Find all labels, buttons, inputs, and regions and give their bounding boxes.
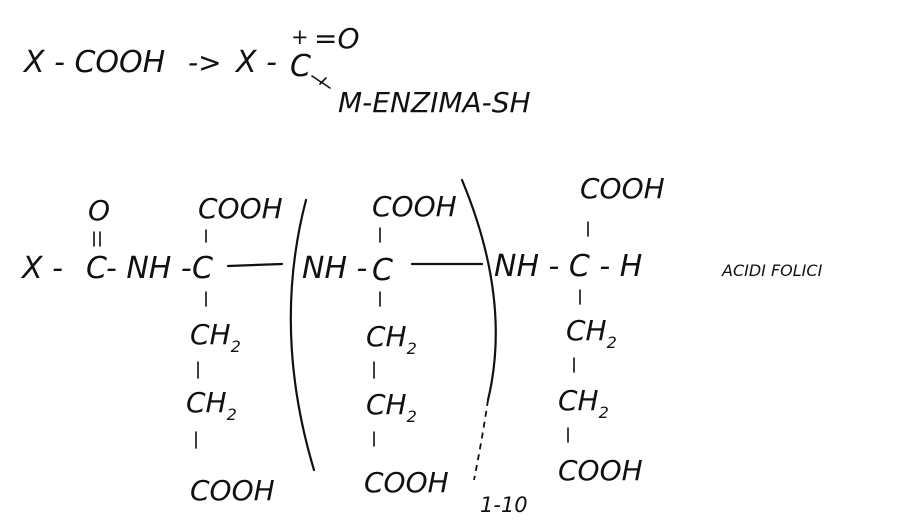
product-plus: +: [291, 25, 309, 49]
carbonyl-double-bond: [93, 231, 101, 247]
repeat-unit: COOH NH - C CH2 CH2 COOH: [302, 190, 484, 499]
left-bracket: [289, 198, 316, 472]
right-cooh-bottom: COOH: [558, 454, 643, 487]
left-cooh-bottom: COOH: [190, 474, 275, 507]
repeat-count: 1-10: [480, 493, 528, 517]
repeat-nh: NH -: [302, 251, 367, 286]
left-alpha-carbon: C: [192, 251, 213, 286]
right-bracket-top: [460, 178, 497, 402]
repeat-ch2-b: CH2: [366, 388, 417, 426]
product-carbon: C: [290, 49, 311, 84]
left-ch2-b: CH2: [186, 386, 237, 424]
right-cooh-top: COOH: [580, 172, 665, 205]
carbonyl-oxygen: O: [88, 194, 110, 227]
reaction-arrow: ->: [188, 46, 222, 79]
carbonyl-carbon: C: [86, 251, 107, 286]
product-double-o: =O: [314, 22, 360, 55]
enzyme-label: M-ENZIMA-SH: [338, 86, 531, 119]
amide-nh: - NH -: [106, 251, 192, 286]
left-ch2-a: CH2: [190, 318, 241, 356]
left-group: O X - C - NH - C COOH CH2 CH2 COOH: [20, 192, 284, 507]
left-chain-bond: [226, 262, 284, 268]
x-substituent: X -: [20, 251, 63, 286]
repeat-alpha-carbon: C: [372, 253, 393, 288]
acidi-folici-label: ACIDI FOLICI: [721, 261, 823, 280]
reactant-label: X - COOH: [22, 45, 165, 80]
repeat-bracket: 1-10: [289, 178, 528, 517]
enzyme-bond-tick: [319, 77, 327, 85]
reaction-row: X - COOH -> X - C + =O M-ENZIMA-SH: [22, 22, 531, 119]
right-bracket-dashed: [473, 399, 489, 481]
left-cooh-top: COOH: [198, 192, 283, 225]
right-nh-ch: NH - C - H: [494, 249, 642, 284]
right-ch2-a: CH2: [566, 314, 617, 352]
right-group: COOH NH - C - H CH2 CH2 COOH: [494, 172, 665, 487]
product-prefix: X -: [234, 45, 277, 80]
repeat-ch2-a: CH2: [366, 320, 417, 358]
repeat-cooh-top: COOH: [372, 190, 457, 223]
right-ch2-b: CH2: [558, 384, 609, 422]
repeat-cooh-bottom: COOH: [364, 466, 449, 499]
